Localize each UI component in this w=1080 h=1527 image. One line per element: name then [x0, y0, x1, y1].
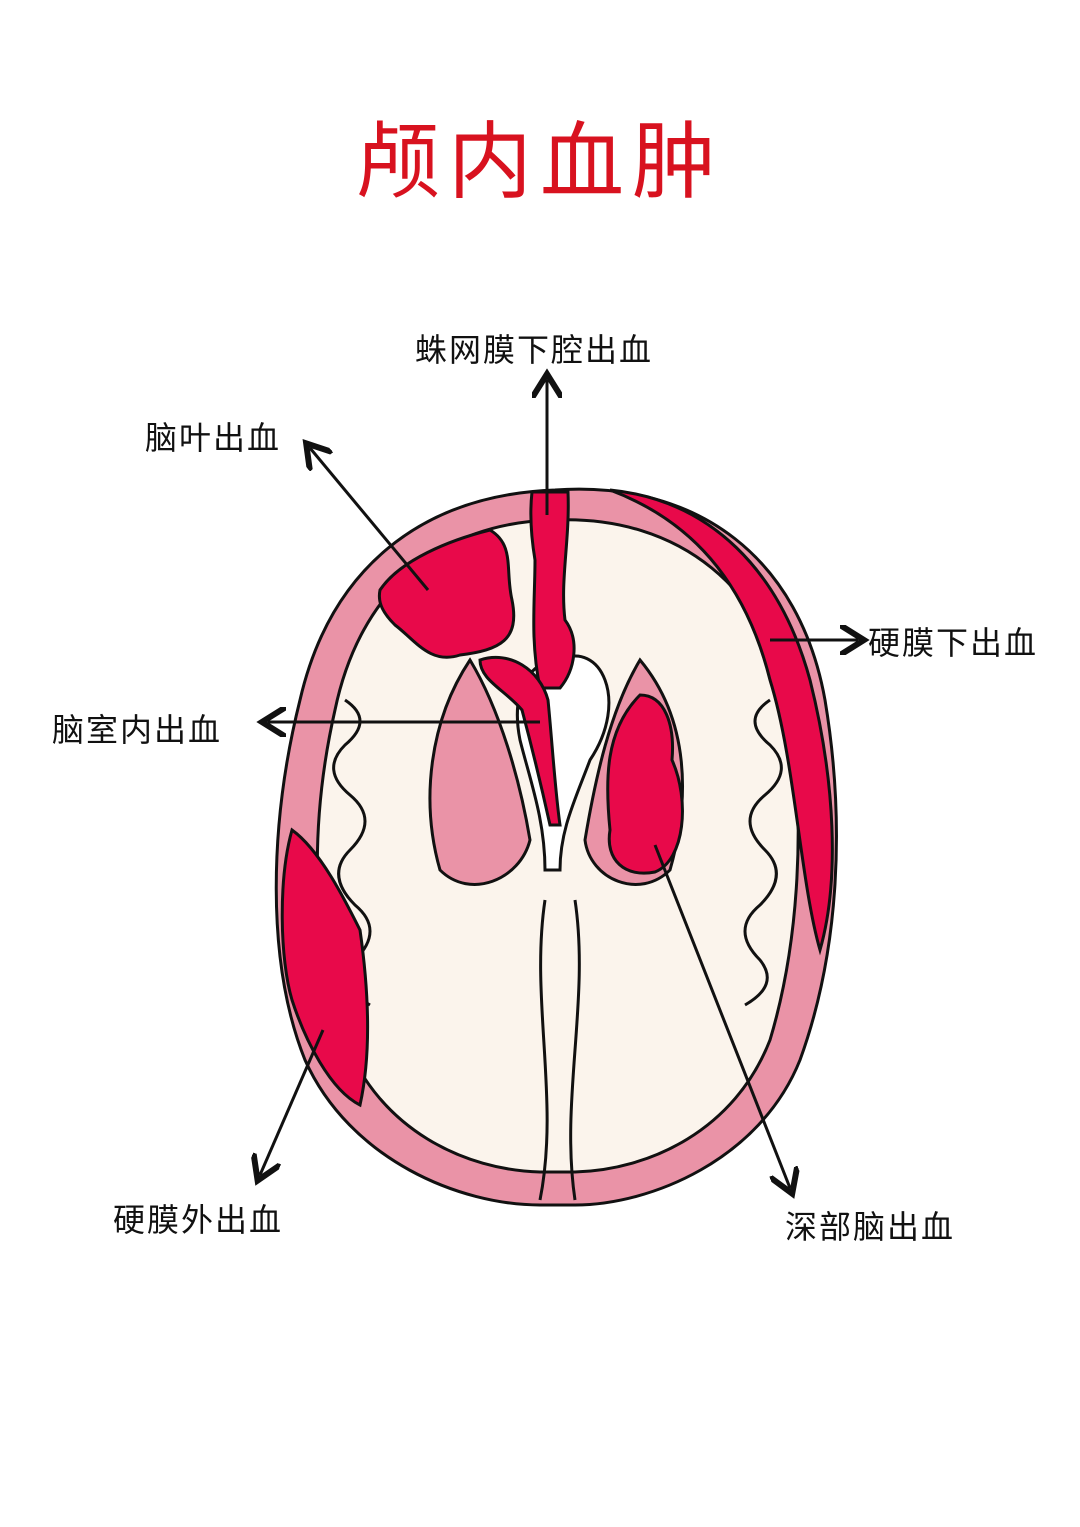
posterior-midline [538, 899, 581, 1201]
label-intraventricular-hemorrhage: 脑室内出血 [52, 711, 223, 749]
lobar-hemorrhage [377, 528, 516, 659]
epidural-hemorrhage [280, 827, 369, 1108]
gyri-right [743, 698, 783, 1007]
label-epidural-hemorrhage: 硬膜外出血 [113, 1201, 284, 1239]
intraventricular-hemorrhage [478, 655, 562, 827]
deep-hemorrhage [606, 693, 684, 875]
subdural-hemorrhage [609, 488, 834, 956]
arrow-epidural [260, 1029, 325, 1175]
label-subarachnoid-hemorrhage: 蛛网膜下腔出血 [415, 331, 654, 369]
label-lobar-hemorrhage: 脑叶出血 [145, 419, 282, 457]
label-subdural-hemorrhage: 硬膜下出血 [868, 624, 1039, 662]
subarachnoid-hemorrhage [529, 490, 576, 690]
label-deep-hemorrhage: 深部脑出血 [785, 1208, 956, 1246]
arrow-lobar [310, 448, 430, 591]
arrow-deep [653, 844, 790, 1188]
diagram-title: 颅内血肿 [355, 113, 724, 211]
